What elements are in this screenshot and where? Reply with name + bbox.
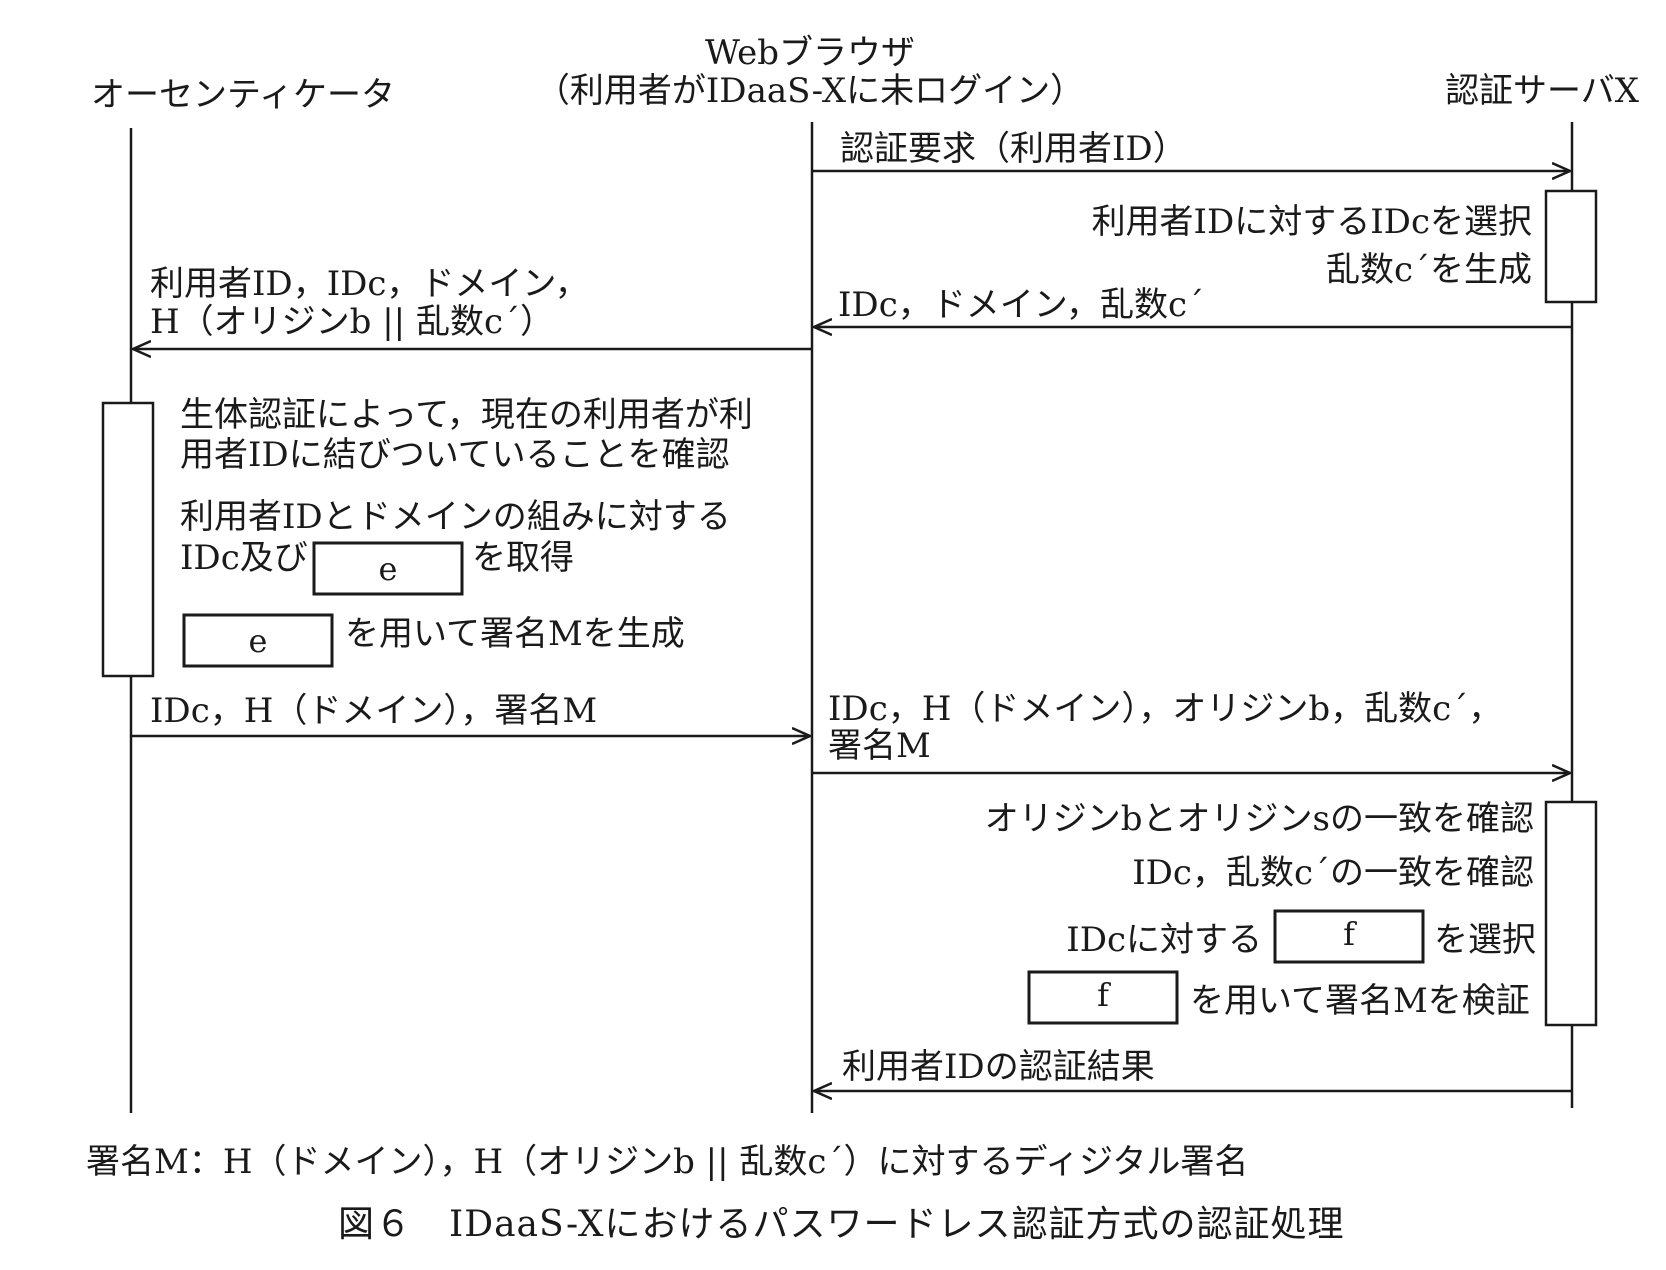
message-auth-result: 利用者IDの認証結果 [842,1047,1155,1087]
actor-authenticator: オーセンティケータ [91,75,395,115]
message-to-authenticator-line1: 利用者ID，IDc，ドメイン， [150,264,589,304]
message-auth-request: 認証要求（利用者ID） [840,129,1187,169]
message-verify-request-line2: 署名M [828,726,931,766]
blank-label-f-2: f [1097,976,1111,1014]
auth-note-retrieve-pre: IDc及び [180,538,308,578]
auth-note-retrieve-line1: 利用者IDとドメインの組みに対する [180,497,731,537]
figure-caption: 図６ IDaaS-Xにおけるパスワードレス認証方式の認証処理 [338,1204,1345,1245]
message-idc-domain-nonce: IDc，ドメイン，乱数c´ [838,285,1204,325]
server-activation-1 [1544,189,1598,304]
actor-auth-server: 認証サーバX [1445,71,1640,111]
blank-label-e-1: e [379,550,398,588]
server-note-idc-nonce-match: IDc，乱数c´の一致を確認 [1132,853,1534,893]
blank-label-f-1: f [1343,915,1357,953]
server-note-select-idc: 利用者IDに対するIDcを選択 [1092,202,1532,242]
blank-box-f-1 [1273,909,1425,964]
server-note-origin-match: オリジンbとオリジンsの一致を確認 [985,799,1534,839]
auth-note-biometric-line2: 用者IDに結びついていることを確認 [180,435,730,475]
server-activation-2 [1544,800,1598,1027]
blank-box-e-1 [312,541,464,596]
authenticator-activation [101,401,155,678]
actor-browser-subtitle: （利用者がIDaaS-Xに未ログイン） [536,71,1084,111]
auth-note-biometric-line1: 生体認証によって，現在の利用者が利 [180,395,753,435]
actor-browser-title: Webブラウザ [705,33,915,73]
blank-label-e-2: e [249,622,268,660]
server-note-select-post: を選択 [1434,920,1536,960]
message-verify-request-line1: IDc，H（ドメイン），オリジンb，乱数c´， [828,689,1502,729]
blank-box-e-2 [182,613,334,668]
auth-note-sign: を用いて署名Mを生成 [345,614,685,654]
blank-box-f-2 [1027,970,1179,1025]
message-signature-to-browser: IDc，H（ドメイン），署名M [150,691,597,731]
auth-note-retrieve-post: を取得 [472,538,574,578]
server-note-select-pre: IDcに対する [1066,920,1262,960]
message-to-authenticator-line2: H（オリジンb || 乱数c´） [150,302,554,342]
server-note-verify: を用いて署名Mを検証 [1190,981,1530,1021]
server-note-generate-nonce: 乱数c´を生成 [1326,250,1532,290]
footnote-signature-definition: 署名M：H（ドメイン），H（オリジンb || 乱数c´）に対するディジタル署名 [86,1142,1248,1182]
